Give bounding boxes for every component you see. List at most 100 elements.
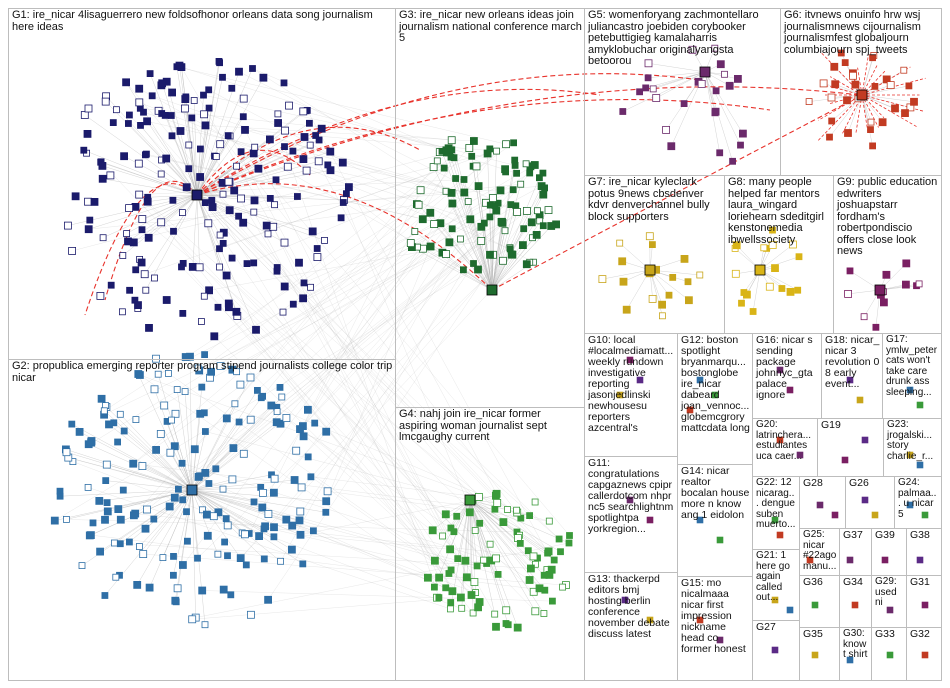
node xyxy=(771,596,779,604)
edge xyxy=(279,246,431,388)
node xyxy=(626,496,634,504)
node xyxy=(321,236,328,244)
node xyxy=(235,212,243,220)
node xyxy=(454,555,462,562)
edge xyxy=(196,194,237,312)
node xyxy=(246,373,255,382)
node xyxy=(516,540,524,547)
hub-node xyxy=(191,189,203,201)
edge xyxy=(192,194,198,267)
node xyxy=(112,573,120,581)
node xyxy=(152,445,161,454)
node xyxy=(805,98,813,105)
node xyxy=(846,556,854,564)
node xyxy=(64,221,72,230)
group-panel-g33: G33 xyxy=(871,627,907,681)
node xyxy=(129,459,138,468)
node xyxy=(517,180,525,188)
node xyxy=(205,286,214,295)
node xyxy=(273,408,281,416)
node xyxy=(535,584,544,593)
edge xyxy=(203,114,518,513)
node xyxy=(289,147,297,155)
edge xyxy=(229,135,458,559)
node xyxy=(447,153,455,161)
edge xyxy=(191,489,219,555)
group-panel-g16: G16: nicar s sending package johnnyc_gta… xyxy=(752,333,822,419)
edge xyxy=(133,219,471,464)
edge xyxy=(648,71,706,78)
node xyxy=(916,461,924,469)
node xyxy=(636,376,644,384)
node xyxy=(725,81,734,90)
node xyxy=(646,516,654,524)
node xyxy=(662,126,670,134)
node xyxy=(216,263,223,271)
edge xyxy=(191,489,300,521)
node xyxy=(906,386,914,394)
node xyxy=(555,535,563,543)
node xyxy=(426,208,435,217)
node xyxy=(250,259,258,267)
node xyxy=(287,545,296,554)
node xyxy=(142,150,150,158)
node xyxy=(119,308,126,316)
node xyxy=(846,376,854,384)
node xyxy=(243,260,251,268)
node xyxy=(469,137,478,145)
node xyxy=(416,186,425,195)
node xyxy=(299,432,308,441)
node xyxy=(170,227,177,235)
node xyxy=(279,308,287,316)
node xyxy=(214,508,223,517)
node xyxy=(649,85,657,93)
node xyxy=(83,129,92,138)
node xyxy=(175,61,184,70)
group-panel-g28: G28 xyxy=(799,476,846,529)
node xyxy=(296,507,305,516)
node xyxy=(916,556,924,564)
node xyxy=(540,610,548,617)
group-label-g25: G25: nicar #22ago manu... xyxy=(803,529,840,572)
group-label-g10: G10: local #localmediamatt... weekly run… xyxy=(588,334,677,435)
node xyxy=(126,111,133,119)
node xyxy=(180,104,189,113)
node xyxy=(871,511,879,519)
edge xyxy=(469,499,545,591)
node xyxy=(157,218,166,227)
edge xyxy=(469,499,507,611)
node xyxy=(142,286,150,294)
node xyxy=(468,152,476,160)
node xyxy=(910,97,918,106)
edge xyxy=(203,94,449,149)
node xyxy=(636,88,643,96)
node xyxy=(250,498,258,506)
node xyxy=(843,96,851,105)
node xyxy=(262,221,271,230)
highlight-edge xyxy=(196,126,421,196)
edge xyxy=(215,211,518,469)
node xyxy=(196,145,204,153)
node xyxy=(669,273,677,281)
edge xyxy=(192,597,461,620)
node xyxy=(235,418,243,426)
node xyxy=(194,554,201,562)
node xyxy=(423,573,432,582)
group-label-g21: G21: 1 here go again called out... xyxy=(756,550,793,603)
edge xyxy=(155,449,193,491)
group-panel-g25: G25: nicar #22ago manu... xyxy=(799,528,840,576)
node xyxy=(544,206,553,215)
node xyxy=(513,506,520,514)
node xyxy=(545,517,553,525)
node xyxy=(493,498,502,507)
node xyxy=(734,75,742,83)
edge xyxy=(139,194,504,523)
group-panel-g18: G18: nicar_ nicar 3 revolution 0 8 early… xyxy=(821,333,883,419)
group-panel-g23: G23: jrogalski... story charlie_r... xyxy=(883,418,942,477)
node xyxy=(212,465,220,473)
edge xyxy=(173,489,193,576)
group-label-g9: G9: public education edwriters joshuapst… xyxy=(837,176,941,258)
node xyxy=(232,307,241,316)
node xyxy=(84,483,92,491)
edge xyxy=(181,266,443,537)
